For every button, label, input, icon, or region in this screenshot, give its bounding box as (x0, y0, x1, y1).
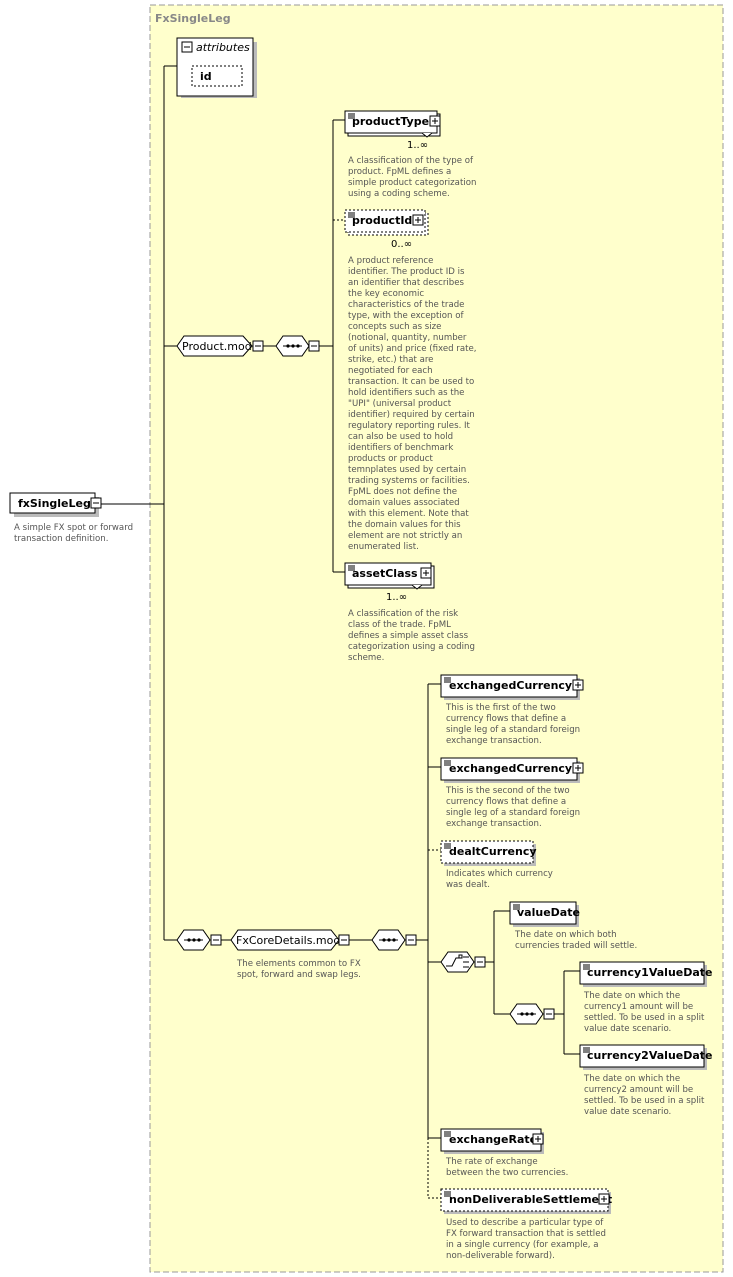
collapse-icon[interactable] (308, 340, 320, 352)
element-doc: The date on which the currency2 amount w… (583, 1074, 707, 1117)
element-doc: The rate of exchange between the two cur… (445, 1157, 568, 1178)
attribute-id[interactable] (191, 65, 243, 87)
element-doc: A classification of the type of product.… (348, 156, 479, 199)
expand-icon[interactable] (412, 214, 424, 226)
element-name: nonDeliverableSettlement (449, 1193, 612, 1206)
element-doc: This is the second of the two currency f… (445, 786, 583, 829)
collapse-icon[interactable] (252, 340, 264, 352)
element-assetClass[interactable]: assetClass (344, 562, 435, 590)
attribute-id-label: id (200, 70, 212, 83)
element-currency2ValueDate[interactable]: currency2ValueDate (579, 1044, 713, 1070)
sequence-compositor[interactable] (275, 335, 320, 357)
choice-compositor[interactable] (440, 951, 486, 973)
element-doc: A classification of the risk class of th… (348, 609, 478, 663)
expand-icon[interactable] (598, 1193, 610, 1205)
cardinality: 1..∞ (407, 140, 428, 151)
cardinality: 1..∞ (386, 592, 407, 603)
element-productId[interactable]: productId (344, 209, 429, 236)
element-doc: A product reference identifier. The prod… (348, 256, 479, 552)
collapse-icon[interactable] (90, 497, 102, 509)
element-name: exchangedCurrency1 (449, 679, 580, 692)
product-model-group[interactable]: Product.model (176, 335, 264, 357)
element-name: exchangeRate (449, 1133, 537, 1146)
element-name: assetClass (352, 567, 418, 580)
fx-core-model-group[interactable]: FxCoreDetails.model (230, 929, 350, 951)
fx-core-doc: The elements common to FX spot, forward … (236, 959, 363, 980)
element-doc: The date on which both currencies traded… (514, 930, 637, 951)
root-element-name: fxSingleLeg (18, 497, 91, 510)
sequence-compositor[interactable] (509, 1003, 555, 1025)
cardinality: 0..∞ (391, 239, 412, 250)
collapse-icon[interactable] (543, 1008, 555, 1020)
element-dealtCurrency[interactable]: dealtCurrency (440, 840, 537, 866)
element-name: currency2ValueDate (587, 1049, 713, 1062)
expand-icon[interactable] (532, 1133, 544, 1145)
collapse-icon[interactable] (338, 934, 350, 946)
element-name: valueDate (517, 906, 580, 919)
attributes-box: attributes id (176, 37, 257, 98)
element-doc: The date on which the currency1 amount w… (583, 991, 707, 1034)
root-sequence-compositor[interactable] (176, 929, 222, 951)
element-doc: Used to describe a particular type of FX… (446, 1218, 609, 1261)
product-model-name: Product.model (182, 340, 262, 353)
element-name: productId (352, 214, 412, 227)
collapse-icon[interactable] (405, 934, 417, 946)
expand-icon[interactable] (420, 567, 432, 579)
expand-icon[interactable] (572, 679, 584, 691)
attributes-title: attributes (196, 41, 250, 54)
element-currency1ValueDate[interactable]: currency1ValueDate (579, 961, 713, 987)
collapse-icon[interactable] (474, 956, 486, 968)
root-doc: A simple FX spot or forward transaction … (14, 523, 136, 544)
element-doc: This is the first of the two currency fl… (445, 703, 583, 746)
element-doc: Indicates which currency was dealt. (446, 869, 556, 890)
element-nonDeliverableSettlement[interactable]: nonDeliverableSettlement (440, 1188, 612, 1214)
element-name: currency1ValueDate (587, 966, 713, 979)
element-name: productType (352, 115, 429, 128)
element-name: exchangedCurrency2 (449, 762, 580, 775)
collapse-icon[interactable] (181, 41, 193, 53)
expand-icon[interactable] (572, 762, 584, 774)
root-element[interactable]: fxSingleLeg (9, 492, 102, 517)
element-exchangedCurrency2[interactable]: exchangedCurrency2 (440, 757, 584, 783)
element-productType[interactable]: productType (344, 110, 441, 138)
group-title: FxSingleLeg (155, 12, 231, 25)
element-exchangeRate[interactable]: exchangeRate (440, 1128, 544, 1154)
expand-icon[interactable] (429, 115, 441, 127)
element-valueDate[interactable]: valueDate (509, 901, 580, 927)
fx-core-model-name: FxCoreDetails.model (236, 934, 350, 947)
element-name: dealtCurrency (449, 845, 537, 858)
element-exchangedCurrency1[interactable]: exchangedCurrency1 (440, 674, 584, 700)
collapse-icon[interactable] (210, 934, 222, 946)
sequence-compositor[interactable] (371, 929, 417, 951)
